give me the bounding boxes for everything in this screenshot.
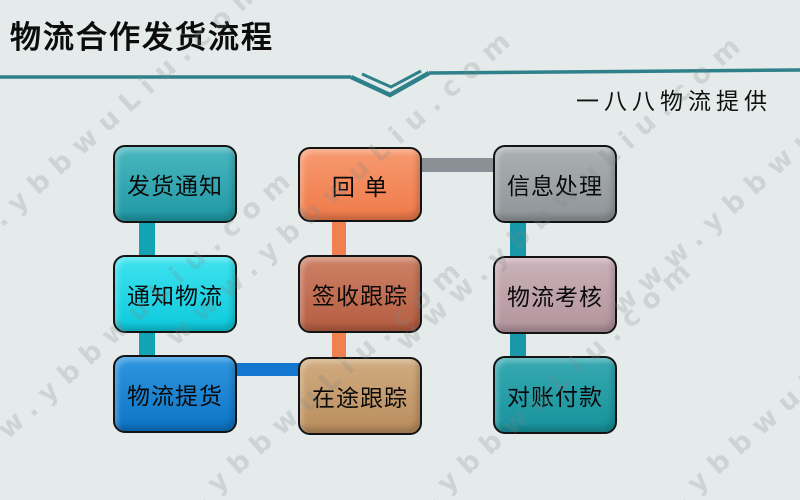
flow-box-label: 回 单 <box>331 174 389 201</box>
flow-box-label: 物流考核 <box>507 285 603 311</box>
flow-box-logistics-assessment: 物流考核 <box>493 256 617 334</box>
connector-notify-to-pickup <box>139 325 155 363</box>
flow-box-label: 通知物流 <box>127 284 223 310</box>
connector-sign-to-transit <box>332 325 346 365</box>
flow-box-label: 物流提货 <box>127 384 223 410</box>
connector-pickup-to-transit <box>230 363 306 376</box>
watermark-text: www.ybbwuLiu.com <box>589 249 800 500</box>
flow-box-label: 签收跟踪 <box>312 284 408 310</box>
connector-assessment-to-payment <box>510 325 526 363</box>
provider-subtitle: 一八八物流提供 <box>576 89 772 115</box>
flow-box-shipping-notice: 发货通知 <box>113 145 237 223</box>
flow-box-info-processing: 信息处理 <box>493 145 617 223</box>
divider-chevron-icon <box>0 68 800 98</box>
connector-notice-to-notify <box>139 215 155 263</box>
flow-box-reconciliation-payment: 对账付款 <box>493 356 617 434</box>
flow-box-label: 对账付款 <box>507 385 603 411</box>
flow-box-transit-tracking: 在途跟踪 <box>298 357 422 435</box>
flow-box-sign-tracking: 签收跟踪 <box>298 255 422 333</box>
watermark-text: www.ybbwuLiu.com <box>604 0 800 323</box>
flow-box-receipt: 回 单 <box>298 147 422 222</box>
connector-receipt-to-sign <box>332 215 346 263</box>
connector-info-to-assessment <box>510 215 526 263</box>
flow-box-label: 在途跟踪 <box>312 386 408 412</box>
flow-box-label: 发货通知 <box>127 174 223 200</box>
flow-box-notify-logistics: 通知物流 <box>113 255 237 333</box>
flow-box-label: 信息处理 <box>507 174 603 200</box>
flow-box-logistics-pickup: 物流提货 <box>113 355 237 433</box>
page-title: 物流合作发货流程 <box>10 20 274 56</box>
connector-receipt-to-info <box>416 158 500 172</box>
